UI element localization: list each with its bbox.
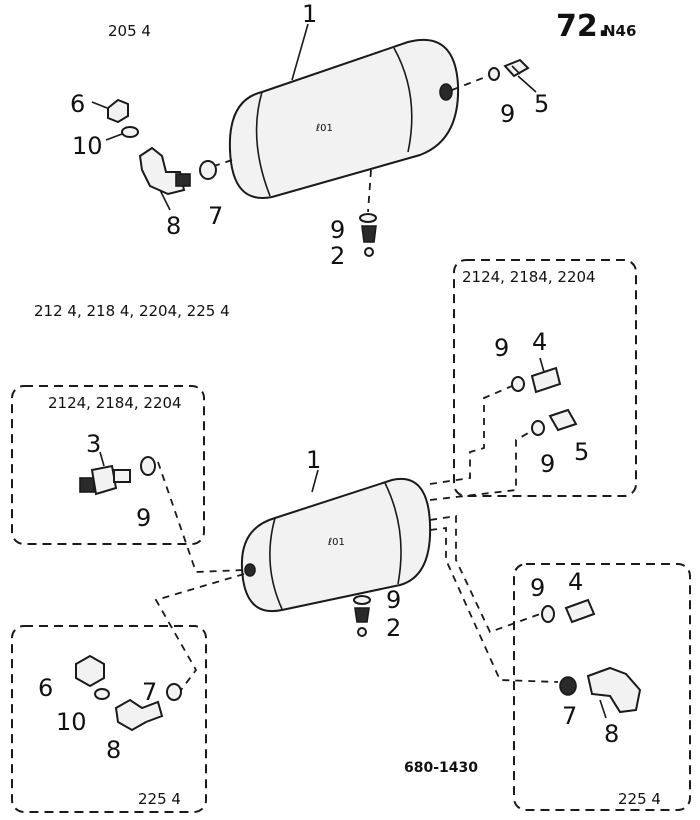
box-lr-callout-8: 8: [604, 720, 619, 748]
route-to-part-3: [157, 461, 245, 573]
bottom-tank-port-left: [244, 563, 256, 577]
box-ll-callout-6: 6: [38, 674, 53, 702]
box-upper-right-label: 2124, 2184, 2204: [462, 268, 596, 286]
box-lower-left: [11, 625, 207, 813]
page-ref-suffix: N46: [603, 22, 636, 40]
callout-1-leader: [291, 23, 309, 81]
box-ul-callout-9: 9: [136, 504, 151, 532]
route-to-part-5-upper: [429, 431, 531, 501]
callout-9: 9: [500, 100, 515, 128]
callout-5-leader: [517, 75, 537, 93]
page-ref-number: 72.: [556, 9, 609, 44]
box-ll-elbow-part-8: [114, 698, 164, 732]
bottom-air-tank: ℓ01: [240, 477, 432, 613]
box-upper-left-label: 2124, 2184, 2204: [48, 394, 182, 412]
route-to-part-7-lower: [429, 526, 559, 683]
bottom-callout-2: 2: [386, 614, 401, 642]
box-lr-callout-4: 4: [568, 568, 583, 596]
top-variant-label: 205 4: [108, 22, 151, 40]
callout-8: 8: [166, 212, 181, 240]
box-lower-left-label: 225 4: [138, 790, 181, 808]
box-lr-callout-9: 9: [530, 574, 545, 602]
top-left-connect-line: [213, 159, 233, 167]
sensor-part-3: [79, 464, 131, 496]
box-ll-callout-8: 8: [106, 736, 121, 764]
box-lr-bolt-part-4: [564, 598, 596, 624]
box-upper-right: [453, 259, 637, 497]
callout-7: 7: [208, 202, 223, 230]
drawing-number: 680-1430: [404, 760, 478, 776]
box-ur-callout-4: 4: [532, 328, 547, 356]
washer-part-9: [488, 67, 500, 81]
box-ll-ring-part-10: [94, 688, 110, 700]
box-lr-callout-7: 7: [562, 702, 577, 730]
bottom-tank-marking: ℓ01: [328, 537, 345, 548]
callout-10: 10: [72, 132, 103, 160]
bottom-callout-9: 9: [386, 586, 401, 614]
box-lr-washer-part-7: [559, 676, 577, 696]
route-to-part-4-upper: [429, 385, 513, 485]
bolt-part-4: [530, 366, 562, 394]
bottom-callout-1: 1: [306, 446, 321, 474]
callout-8-leader: [159, 189, 171, 211]
nut-part-6: [107, 98, 129, 124]
callout-10-leader: [105, 133, 123, 141]
box-upper-left: [11, 385, 205, 545]
box-lr-washer-part-9: [541, 605, 555, 623]
top-right-connect-line: [451, 75, 489, 91]
route-to-part-7-left: [154, 573, 245, 695]
box-ll-washer-part-7: [166, 683, 182, 701]
callout-3-leader: [99, 451, 105, 467]
callout-9-drain: 9: [330, 216, 345, 244]
bottom-callout-1-leader: [311, 469, 319, 493]
box-ur-callout-9: 9: [494, 334, 509, 362]
top-air-tank: ℓ01: [228, 38, 460, 199]
box-ur-washer-part-9: [511, 376, 525, 392]
top-tank-port-right: [439, 83, 453, 101]
box-lr-elbow-part-8: [586, 666, 642, 714]
route-to-part-4-lower: [429, 514, 541, 634]
washer-part-9-drain: [359, 213, 377, 223]
box-ul-washer-part-9: [140, 456, 156, 476]
callout-3: 3: [86, 430, 101, 458]
box-lower-right-label: 225 4: [618, 790, 661, 808]
washer-part-7: [199, 160, 217, 180]
box-ll-nut-part-6: [75, 654, 105, 688]
drain-plug-part-2: [361, 225, 377, 243]
bottom-variant-label: 212 4, 218 4, 2204, 225 4: [34, 302, 230, 320]
callout-5: 5: [534, 90, 549, 118]
callout-6-leader: [91, 101, 108, 109]
ring-part-10: [121, 126, 139, 138]
callout-1: 1: [302, 0, 317, 28]
box-ur-washer-part-9b: [531, 420, 545, 436]
box-lower-right: [513, 563, 691, 811]
box-ll-callout-7: 7: [142, 678, 157, 706]
box-ll-callout-10: 10: [56, 708, 87, 736]
fitting-part-5: [503, 58, 530, 78]
bottom-washer-part-9: [353, 595, 371, 605]
box-ur-callout-9b: 9: [540, 450, 555, 478]
callout-6: 6: [70, 90, 85, 118]
elbow-part-8: [138, 146, 186, 196]
callout-2: 2: [330, 242, 345, 270]
bottom-drain-plug-part-2: [354, 607, 370, 623]
top-bottom-connect-line: [367, 169, 372, 213]
box-ur-callout-5: 5: [574, 438, 589, 466]
fitting-part-5-box: [548, 408, 578, 432]
top-tank-marking: ℓ01: [316, 123, 333, 134]
